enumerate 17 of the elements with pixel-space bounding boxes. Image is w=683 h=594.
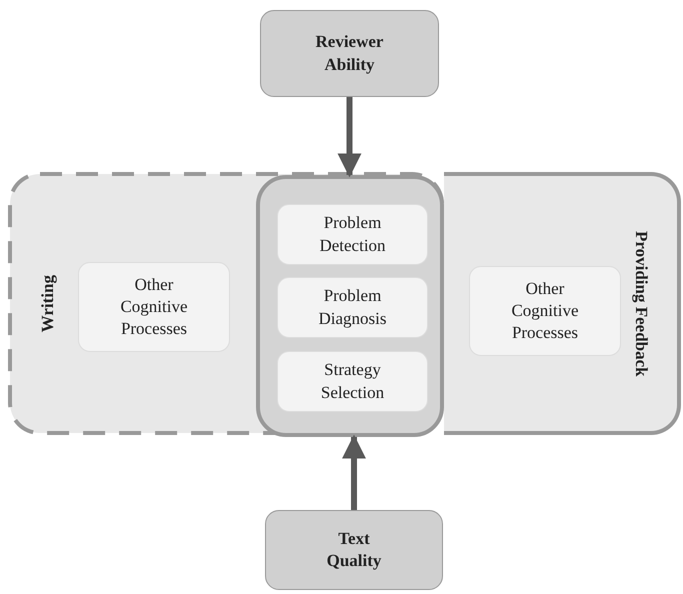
process-label: Other Cognitive Processes: [119, 274, 189, 340]
factor-box: [265, 510, 443, 590]
process-label: Strategy Selection: [320, 359, 386, 404]
process-label: Problem Diagnosis: [318, 285, 388, 330]
process-box: [277, 277, 428, 338]
region-title: Writing: [38, 274, 58, 332]
process-label: Other Cognitive Processes: [510, 278, 580, 344]
factor-label: Text Quality: [326, 528, 382, 572]
process-box: [277, 204, 428, 265]
factor-box: [260, 10, 439, 97]
arrow: [338, 97, 362, 178]
process-label: Problem Detection: [318, 212, 387, 256]
arrow: [342, 434, 366, 510]
factor-label: Reviewer Ability: [314, 31, 384, 76]
process-box: [277, 351, 428, 412]
feedback-region: [444, 172, 681, 435]
region-title: Providing Feedback: [631, 230, 651, 376]
